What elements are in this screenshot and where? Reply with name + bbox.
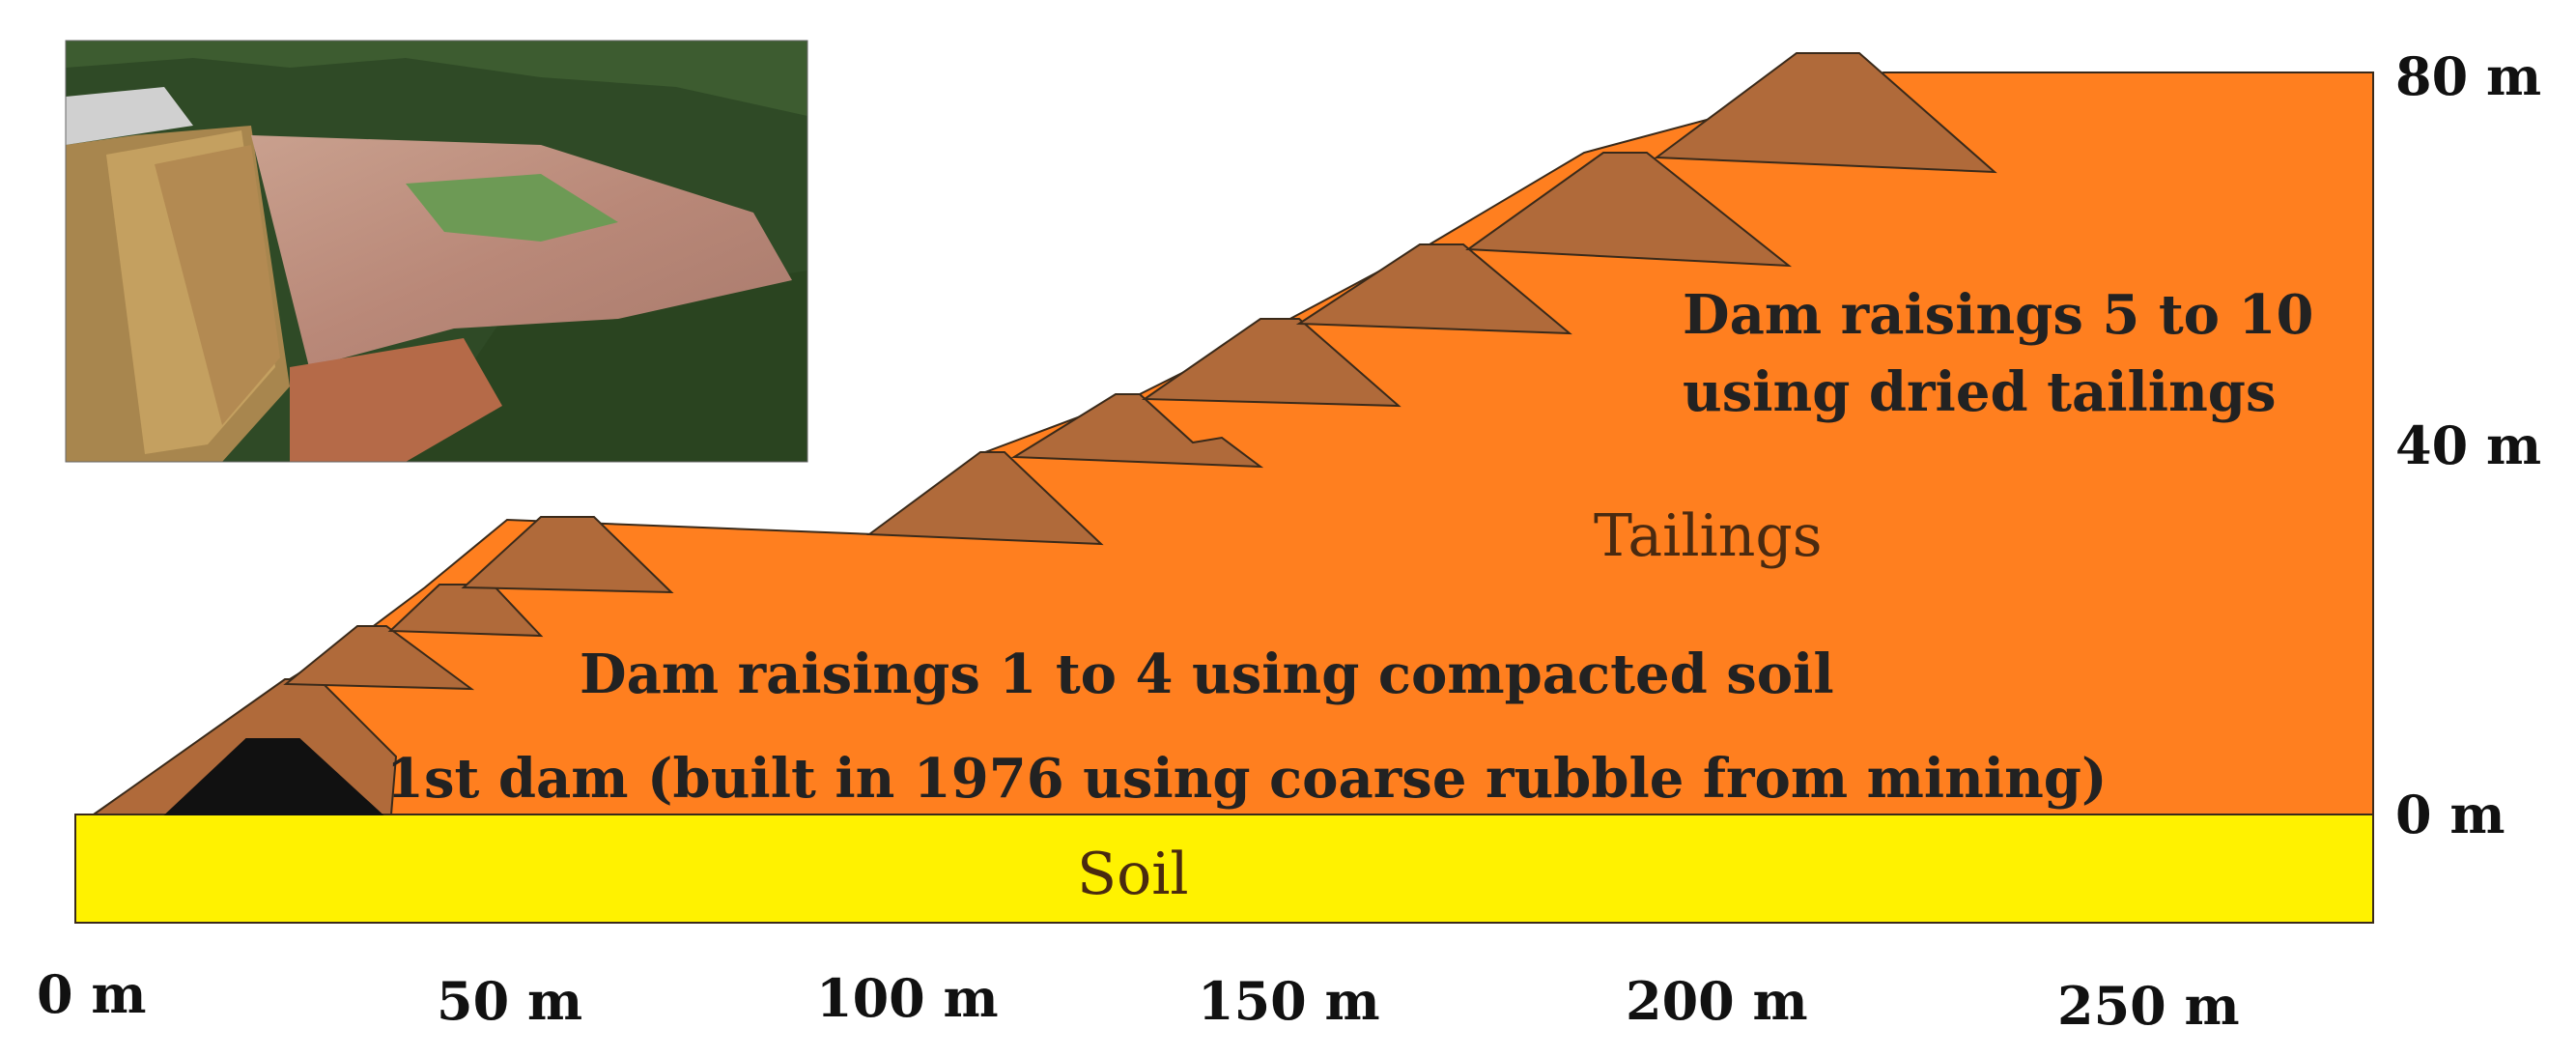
tailings-label: Tailings — [1594, 502, 1823, 570]
y-tick-label: 40 m — [2395, 414, 2541, 476]
x-tick-label: 200 m — [1626, 970, 1808, 1032]
soil-layer — [74, 814, 2374, 924]
y-tick-label: 0 m — [2395, 784, 2505, 845]
x-tick-label: 50 m — [437, 970, 582, 1032]
first-dam-label: 1st dam (built in 1976 using coarse rubb… — [386, 747, 2107, 811]
dam-raising-2 — [283, 625, 475, 691]
aerial-photo-inset — [65, 40, 808, 463]
soil-label: Soil — [1077, 841, 1189, 908]
dam-raising-7 — [1141, 318, 1401, 408]
x-tick-label: 250 m — [2057, 975, 2240, 1037]
raisings-5-10-label-line1: Dam raisings 5 to 10 — [1683, 283, 2313, 347]
dam-raising-4 — [461, 516, 674, 594]
x-tick-label: 150 m — [1198, 970, 1380, 1032]
first-dam-core — [163, 738, 384, 815]
dam-raising-5 — [866, 451, 1104, 546]
dam-raising-10 — [1654, 52, 1997, 174]
y-tick-label: 80 m — [2395, 45, 2541, 107]
x-tick-label: 100 m — [816, 967, 999, 1029]
raisings-5-10-label-line2: using dried tailings — [1683, 360, 2276, 424]
x-tick-label: 0 m — [37, 963, 147, 1025]
dam-raising-9 — [1465, 152, 1793, 268]
dam-raising-6 — [1010, 393, 1264, 469]
raisings-1-4-label: Dam raisings 1 to 4 using compacted soil — [580, 643, 1834, 706]
dam-raising-8 — [1295, 243, 1572, 335]
